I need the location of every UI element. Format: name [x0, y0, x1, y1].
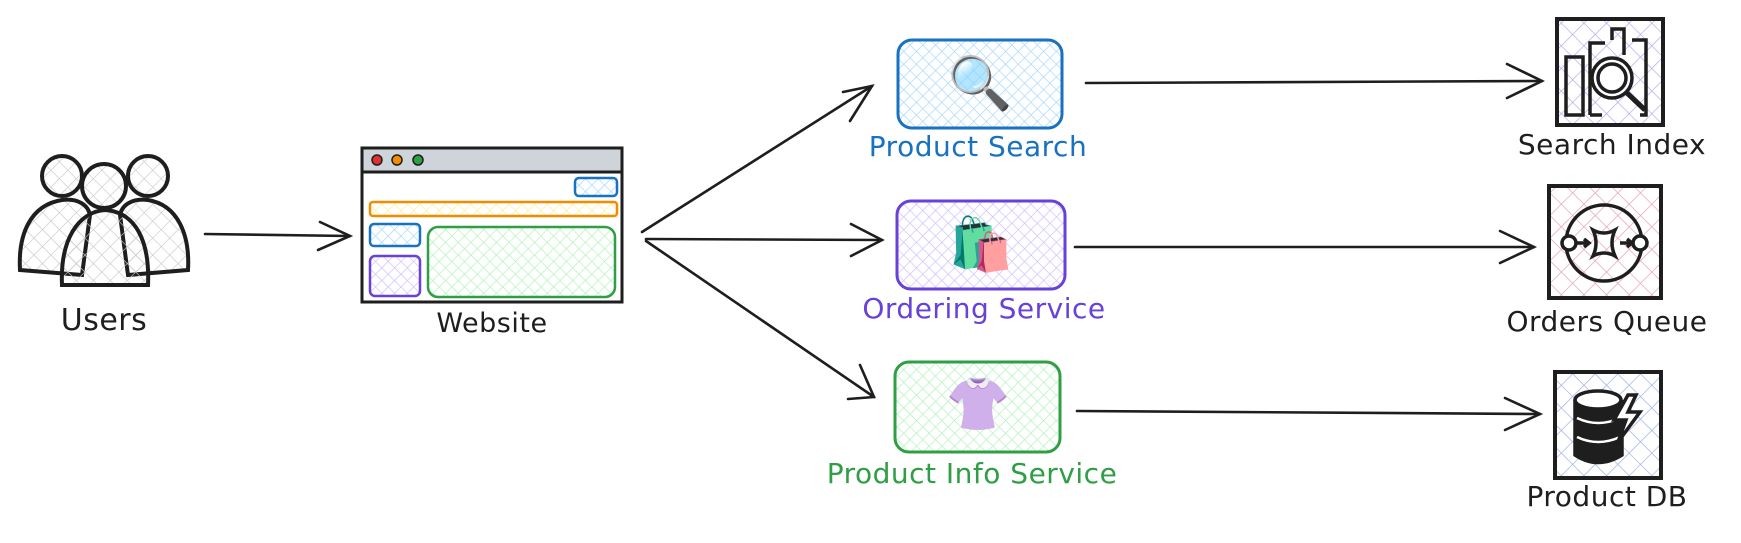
close-dot-icon	[371, 154, 383, 166]
product-db-label: Product DB	[1526, 480, 1688, 513]
arrow-website-to-product-search	[640, 84, 875, 234]
titlebar	[360, 146, 624, 174]
ordering-service-box	[895, 199, 1067, 291]
arrow-search-to-index	[1084, 62, 1545, 100]
queue-icon	[1547, 184, 1663, 300]
arrow-info-to-db	[1075, 396, 1544, 432]
users-icon	[17, 154, 191, 287]
product-info-service-label: Product Info Service	[826, 457, 1118, 490]
maximize-dot-icon	[412, 154, 424, 166]
minimize-dot-icon	[391, 154, 403, 166]
website-label: Website	[436, 308, 548, 339]
arrow-users-to-website	[203, 220, 354, 252]
product-search-box	[896, 38, 1064, 130]
arrows	[203, 62, 1545, 432]
search-index-label: Search Index	[1517, 128, 1707, 161]
arrow-ordering-to-queue	[1073, 229, 1538, 265]
product-search-label: Product Search	[868, 130, 1088, 163]
shopping-bags-icon: 🛍️	[948, 215, 1014, 275]
blouse-icon: 👚	[945, 375, 1011, 435]
website-window	[360, 146, 624, 304]
orders-queue-label: Orders Queue	[1506, 305, 1708, 338]
database-icon	[1553, 370, 1663, 480]
search-index-icon	[1555, 17, 1665, 127]
product-info-service-box	[893, 360, 1062, 454]
users-label: Users	[60, 303, 148, 338]
magnifying-glass-icon: 🔍	[947, 54, 1013, 114]
arrow-website-to-product-info	[644, 239, 876, 401]
ordering-service-label: Ordering Service	[862, 292, 1106, 325]
arrow-website-to-ordering-service	[644, 222, 885, 258]
